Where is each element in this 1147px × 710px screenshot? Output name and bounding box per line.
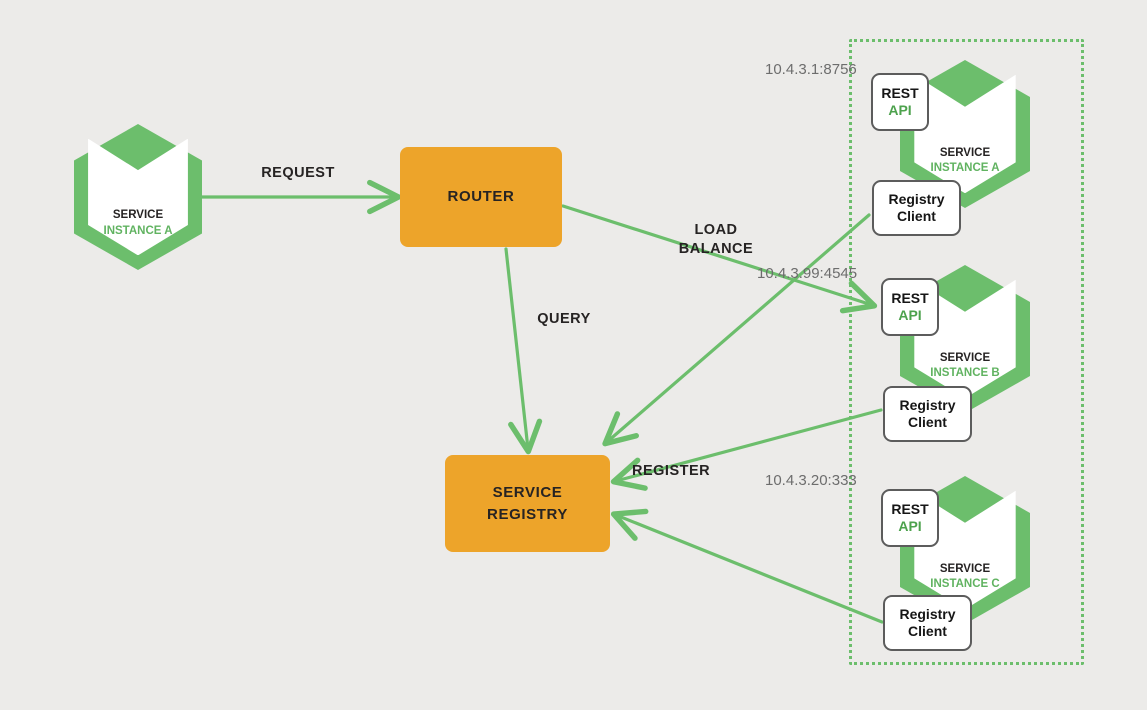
service-registry-box[interactable]: SERVICE REGISTRY bbox=[445, 455, 610, 552]
router-box[interactable]: ROUTER bbox=[400, 147, 562, 247]
edge-register-a bbox=[602, 213, 871, 447]
instance-b-registry-client-line1: Registry bbox=[899, 397, 956, 414]
instance-a-rest-api-line2: API bbox=[888, 102, 912, 118]
instance-c-address: 10.4.3.20:333 bbox=[765, 472, 857, 489]
instance-c-rest-api-line2: API bbox=[898, 518, 922, 534]
router-label: ROUTER bbox=[447, 188, 515, 206]
edge-label-request: REQUEST bbox=[261, 165, 335, 181]
instance-a-address: 10.4.3.1:8756 bbox=[765, 61, 857, 78]
instance-a-registry-client-line2: Client bbox=[897, 208, 936, 224]
instance-b-registry-client-line2: Client bbox=[908, 414, 947, 430]
edge-register-c bbox=[610, 508, 884, 624]
edge-label-register: REGISTER bbox=[632, 463, 711, 479]
instance-b-rest-api-line1: REST bbox=[891, 290, 929, 307]
service-registry-label: SERVICE REGISTRY bbox=[487, 482, 568, 526]
service-registry-label-line2: REGISTRY bbox=[487, 505, 568, 523]
edge-label-query: QUERY bbox=[537, 311, 591, 327]
service-registry-label-line1: SERVICE bbox=[492, 483, 563, 501]
instance-b-rest-api-line2: API bbox=[898, 307, 922, 323]
instance-a-rest-api-line1: REST bbox=[881, 85, 919, 102]
instance-c-registry-client-line2: Client bbox=[908, 623, 947, 639]
edge-register-b bbox=[610, 408, 883, 491]
edge-label-load-balance: LOAD BALANCE bbox=[678, 222, 754, 257]
edge-load-balance bbox=[561, 204, 878, 314]
instance-b-address: 10.4.3.99:4545 bbox=[757, 265, 858, 282]
service-cluster-boundary bbox=[849, 39, 1084, 665]
edge-query bbox=[504, 247, 543, 455]
service-instance-a-client-node[interactable]: SERVICE INSTANCE A bbox=[74, 124, 202, 270]
instance-c-rest-api-line1: REST bbox=[891, 501, 929, 518]
instance-a-registry-client-line1: Registry bbox=[888, 191, 945, 208]
instance-c-registry-client-line1: Registry bbox=[899, 606, 956, 623]
